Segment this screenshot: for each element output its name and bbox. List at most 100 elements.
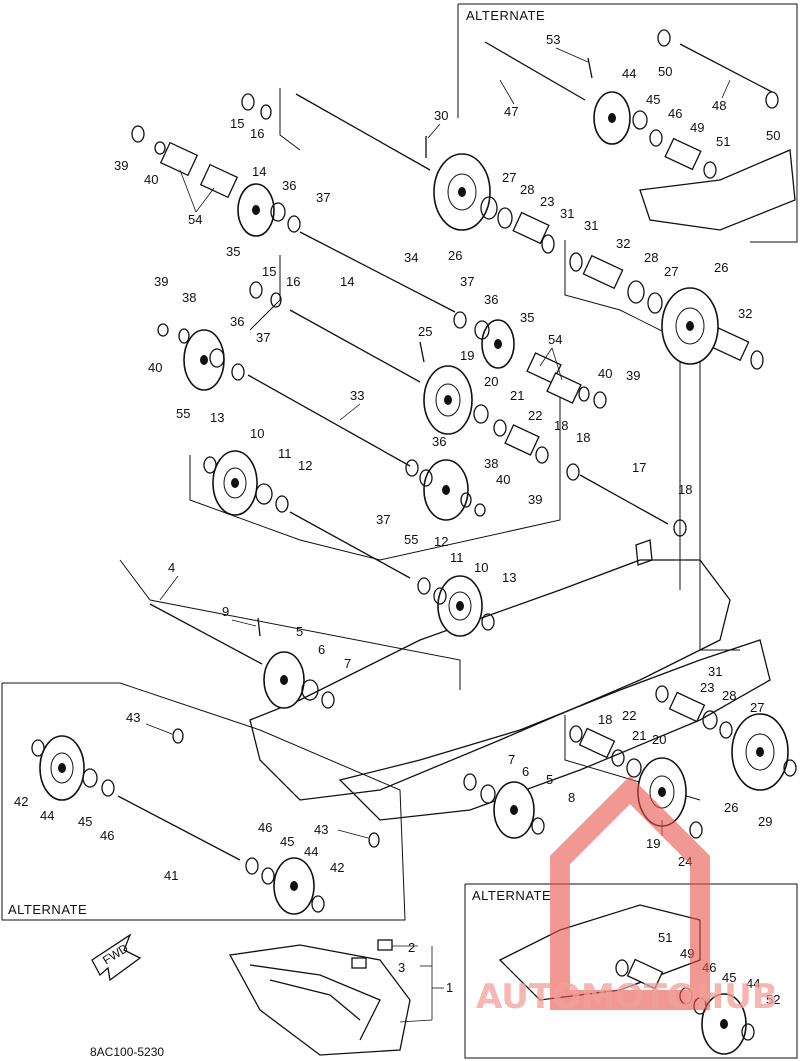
callout-label: 42 bbox=[330, 860, 344, 875]
callout-label: 28 bbox=[644, 250, 658, 265]
callout-label: 6 bbox=[318, 642, 325, 657]
callout-label: 7 bbox=[508, 752, 515, 767]
leader-lines bbox=[145, 47, 731, 1023]
callout-label: 53 bbox=[546, 32, 560, 47]
wheel-35-mid bbox=[481, 319, 515, 369]
callout-label: 40 bbox=[148, 360, 162, 375]
wheel-44-left bbox=[39, 735, 85, 801]
callout-label: 36 bbox=[230, 314, 244, 329]
callout-label: 31 bbox=[560, 206, 574, 221]
callout-label: 40 bbox=[496, 472, 510, 487]
callout-label: 31 bbox=[708, 664, 722, 679]
wheel-35-top bbox=[237, 183, 275, 237]
wheel-19-mid bbox=[423, 365, 473, 435]
callout-labels: 53 44 45 46 47 48 49 50 50 51 15 16 14 3… bbox=[14, 32, 780, 1059]
callout-label: 38 bbox=[484, 456, 498, 471]
callout-label: 54 bbox=[548, 332, 562, 347]
callout-label: 2 bbox=[408, 940, 415, 955]
callout-label: 10 bbox=[474, 560, 488, 575]
alternate-label-left: ALTERNATE bbox=[8, 902, 87, 917]
callout-label: 35 bbox=[520, 310, 534, 325]
callout-label: 47 bbox=[504, 104, 518, 119]
callout-label: 22 bbox=[528, 408, 542, 423]
callout-label: 44 bbox=[746, 976, 760, 991]
assembly-guide-lines bbox=[119, 88, 740, 801]
callout-label: 1 bbox=[446, 980, 453, 995]
callout-label: 44 bbox=[622, 66, 636, 81]
watermark-text: AUTOMOTOHUB bbox=[476, 977, 778, 1017]
callout-label: 23 bbox=[700, 680, 714, 695]
wheel-55-left bbox=[183, 329, 225, 391]
callout-label: 18 bbox=[598, 712, 612, 727]
callout-label: 32 bbox=[616, 236, 630, 251]
bearings-and-collars bbox=[31, 29, 797, 1041]
callout-label: 18 bbox=[554, 418, 568, 433]
callout-label: 54 bbox=[188, 212, 202, 227]
callout-label: 50 bbox=[766, 128, 780, 143]
callout-label: 14 bbox=[340, 274, 354, 289]
callout-label: 21 bbox=[632, 728, 646, 743]
callout-label: 3 bbox=[398, 960, 405, 975]
callout-label: 18 bbox=[678, 482, 692, 497]
callout-label: 6 bbox=[522, 764, 529, 779]
callout-label: 11 bbox=[450, 550, 464, 565]
callout-label: 8 bbox=[568, 790, 575, 805]
forward-arrow: FWD bbox=[91, 933, 142, 982]
callout-label: 18 bbox=[576, 430, 590, 445]
callout-label: 46 bbox=[258, 820, 272, 835]
wheel-26-bottom bbox=[731, 713, 789, 791]
callout-label: 20 bbox=[484, 374, 498, 389]
callout-label: 44 bbox=[40, 808, 54, 823]
callout-label: 43 bbox=[126, 710, 140, 725]
callout-label: 39 bbox=[154, 274, 168, 289]
callout-label: 39 bbox=[626, 368, 640, 383]
wheel-26-top bbox=[433, 153, 491, 231]
callout-label: 17 bbox=[632, 460, 646, 475]
wheel-5-bottom bbox=[493, 781, 535, 839]
callout-label: 5 bbox=[296, 624, 303, 639]
callout-label: 13 bbox=[210, 410, 224, 425]
callout-label: 29 bbox=[758, 814, 772, 829]
callout-label: 37 bbox=[460, 274, 474, 289]
callout-label: 32 bbox=[738, 306, 752, 321]
callout-label: 31 bbox=[584, 218, 598, 233]
callout-label: 33 bbox=[350, 388, 364, 403]
drawing-code: 8AC100-5230 bbox=[90, 1045, 164, 1059]
callout-label: 36 bbox=[484, 292, 498, 307]
idler-wheels bbox=[39, 91, 789, 1055]
callout-label: 46 bbox=[100, 828, 114, 843]
callout-label: 14 bbox=[252, 164, 266, 179]
callout-label: 39 bbox=[528, 492, 542, 507]
callout-label: 26 bbox=[448, 248, 462, 263]
callout-label: 45 bbox=[78, 814, 92, 829]
callout-label: 21 bbox=[510, 388, 524, 403]
wheel-44-left-lower bbox=[273, 857, 315, 915]
alternate-frame-bottom-right: ALTERNATE bbox=[464, 883, 798, 1059]
wheel-55-mid bbox=[423, 459, 469, 521]
alternate-frame-left: ALTERNATE bbox=[1, 682, 406, 921]
callout-label: 9 bbox=[222, 604, 229, 619]
callout-label: 39 bbox=[114, 158, 128, 173]
callout-label: 19 bbox=[460, 348, 474, 363]
callout-label: 35 bbox=[226, 244, 240, 259]
callout-label: 28 bbox=[520, 182, 534, 197]
callout-label: 46 bbox=[668, 106, 682, 121]
wheel-10-left bbox=[212, 450, 258, 516]
callout-label: 49 bbox=[690, 120, 704, 135]
callout-label: 45 bbox=[646, 92, 660, 107]
callout-label: 15 bbox=[262, 264, 276, 279]
callout-label: 37 bbox=[316, 190, 330, 205]
callout-label: 50 bbox=[658, 64, 672, 79]
callout-label: 12 bbox=[434, 534, 448, 549]
wheel-5-front bbox=[263, 651, 305, 709]
track bbox=[228, 944, 411, 1056]
callout-label: 19 bbox=[646, 836, 660, 851]
callout-label: 55 bbox=[404, 532, 418, 547]
callout-label: 42 bbox=[14, 794, 28, 809]
callout-label: 15 bbox=[230, 116, 244, 131]
callout-label: 16 bbox=[250, 126, 264, 141]
callout-label: 45 bbox=[722, 970, 736, 985]
callout-label: 23 bbox=[540, 194, 554, 209]
callout-label: 36 bbox=[282, 178, 296, 193]
